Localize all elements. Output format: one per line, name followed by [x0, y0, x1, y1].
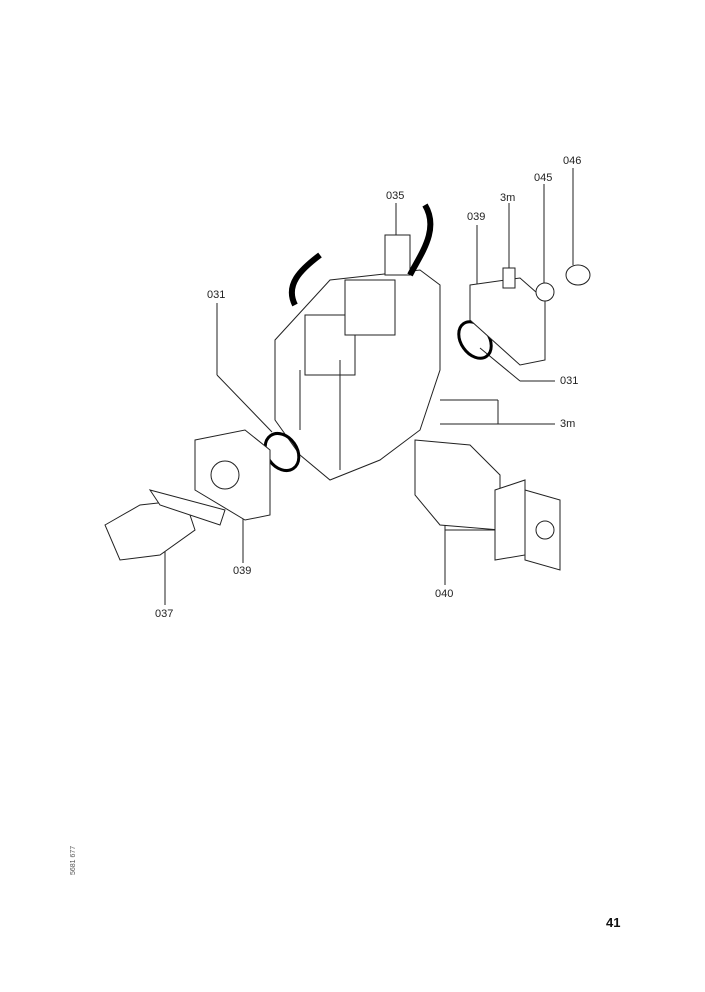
- cables: [288, 203, 434, 307]
- pressure-switch: [414, 439, 561, 571]
- ball-valve: [104, 489, 226, 561]
- label-045: 045: [534, 172, 553, 184]
- label-039-bottom: 039: [233, 565, 252, 577]
- label-035: 035: [386, 190, 405, 202]
- label-040: 040: [435, 588, 454, 600]
- label-039-top: 039: [467, 211, 486, 223]
- label-031-right: 031: [560, 375, 579, 387]
- label-3m-top: 3m: [500, 192, 516, 204]
- page-number: 41: [606, 915, 621, 930]
- flange-right: [469, 264, 591, 366]
- flange-left: [194, 429, 271, 521]
- gas-valve-body: [274, 234, 441, 481]
- drawing-number: 5681 677: [70, 845, 77, 875]
- label-037: 037: [155, 608, 174, 620]
- label-031-left: 031: [207, 289, 226, 301]
- label-3m-right: 3m: [560, 418, 576, 430]
- label-046: 046: [563, 155, 582, 167]
